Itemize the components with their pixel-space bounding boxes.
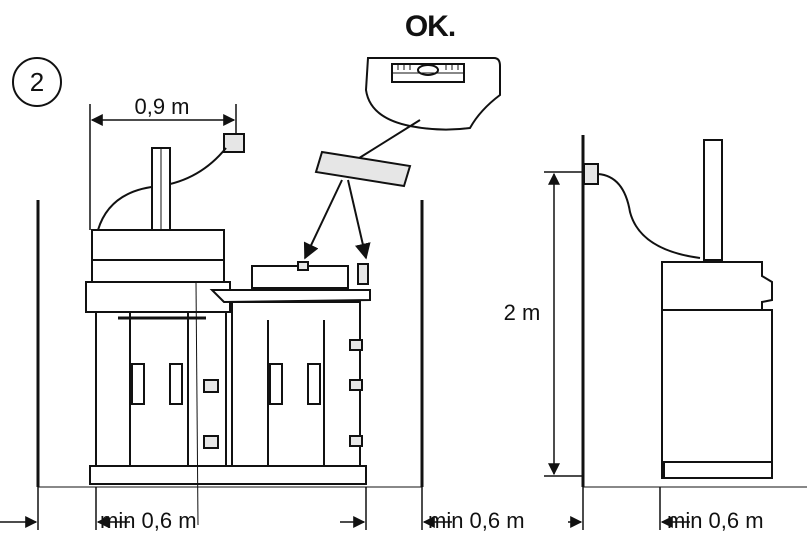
- compactor-unit: [85, 147, 231, 473]
- floor-front: min 0,6 m min 0,6 m: [0, 281, 525, 533]
- ok-label: OK.: [405, 10, 455, 43]
- side-view: [583, 139, 773, 479]
- spirit-level: [303, 150, 412, 260]
- step-number: 2: [30, 67, 44, 97]
- clearance-label-middle: min 0,6 m: [428, 508, 525, 533]
- clearance-label-right: min 0,6 m: [667, 508, 764, 533]
- floor-side: min 0,6 m: [568, 486, 807, 533]
- width-dimension: 0,9 m: [89, 94, 237, 230]
- step-badge: 2: [12, 57, 62, 107]
- machine-base: [89, 465, 367, 485]
- clearance-label-left: min 0,6 m: [100, 508, 197, 533]
- level-gauge-inset: OK.: [355, 10, 501, 161]
- baler-unit: [209, 261, 371, 473]
- width-label: 0,9 m: [134, 94, 189, 119]
- height-dimension: 2 m: [504, 171, 584, 477]
- height-label: 2 m: [504, 300, 541, 325]
- enclosure-walls: [36, 135, 585, 487]
